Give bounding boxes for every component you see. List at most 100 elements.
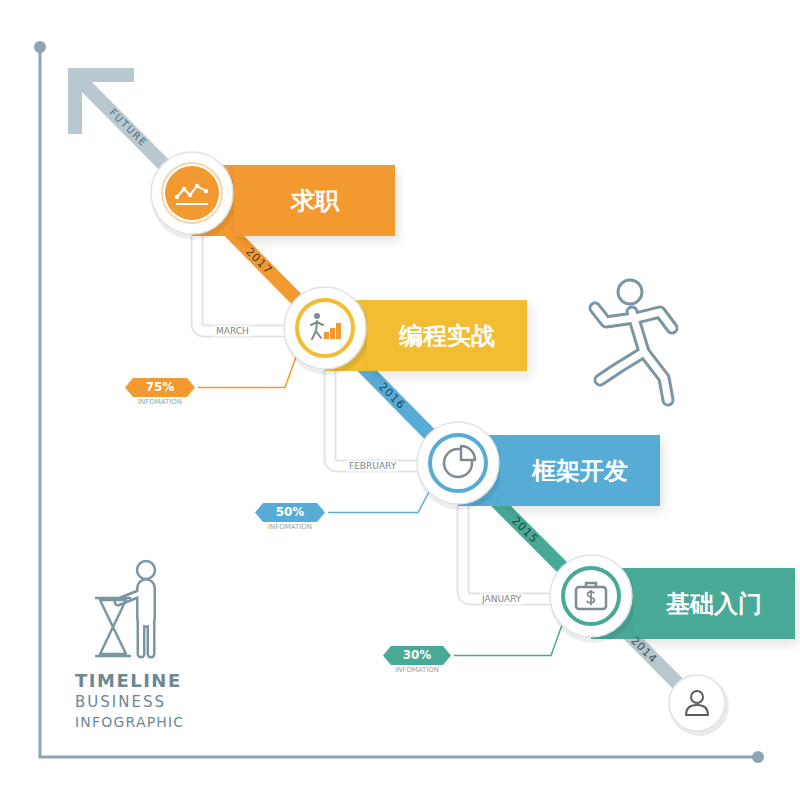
circle-ring bbox=[563, 568, 619, 624]
axes bbox=[34, 41, 764, 763]
month-label: FEBRUARY bbox=[347, 461, 398, 472]
chart-icon-dot bbox=[175, 195, 179, 199]
circle-core bbox=[165, 166, 219, 220]
runner-figure-inner bbox=[600, 352, 644, 380]
badge-shape bbox=[255, 503, 325, 522]
step-circle bbox=[151, 152, 237, 240]
month-strip bbox=[463, 499, 561, 599]
month-label: JANUARY bbox=[480, 594, 523, 605]
month-strip bbox=[330, 364, 428, 466]
runner-figure bbox=[636, 312, 672, 328]
percent-badge: 30%INFOMATION bbox=[383, 646, 451, 665]
runner-figure bbox=[595, 308, 634, 322]
title-word: INFOGRAPHIC bbox=[75, 715, 184, 729]
chart-icon-dot bbox=[188, 193, 192, 197]
percent-value: 75% bbox=[125, 378, 195, 397]
badge-shape bbox=[383, 646, 451, 665]
runner-figure-inner bbox=[595, 308, 634, 322]
percent-value: 50% bbox=[255, 503, 325, 522]
runner-figure-inner bbox=[644, 352, 668, 400]
runner-figure-head bbox=[618, 280, 642, 304]
chart-icon-base bbox=[176, 203, 208, 205]
chart-icon-dot bbox=[182, 187, 186, 191]
runner-icon-head bbox=[314, 313, 320, 319]
percent-value: 30% bbox=[383, 646, 451, 665]
circle-face bbox=[417, 422, 499, 504]
circle-ring bbox=[297, 300, 353, 356]
leader-lines bbox=[198, 357, 562, 656]
chart-icon-dot bbox=[195, 184, 199, 188]
chart-icon bbox=[177, 186, 206, 197]
month-strip-inner bbox=[463, 499, 561, 599]
percent-badge: 75%INFOMATION bbox=[125, 378, 195, 397]
man-figure-inner bbox=[139, 622, 143, 654]
bar-icon bbox=[324, 332, 329, 339]
leader-line bbox=[328, 492, 429, 513]
briefcase-handle bbox=[586, 583, 596, 587]
start-circle bbox=[669, 675, 729, 736]
circle-face bbox=[669, 675, 725, 731]
chart-icon-dot bbox=[204, 189, 208, 193]
timeline-band-group bbox=[75, 75, 697, 703]
step-banner: 求职 bbox=[234, 165, 395, 236]
circle-face bbox=[284, 287, 366, 369]
pie-icon-slice bbox=[461, 446, 475, 460]
badge-caption: INFOMATION bbox=[383, 667, 451, 674]
bar-icon bbox=[336, 323, 341, 339]
step-title: 编程实战 bbox=[399, 320, 495, 352]
man-figure-inner bbox=[149, 622, 153, 654]
step-banner: 基础入门 bbox=[633, 568, 795, 639]
month-strip bbox=[197, 229, 295, 331]
axis-line bbox=[40, 47, 758, 757]
step-title: 求职 bbox=[291, 185, 339, 217]
step-title: 框架开发 bbox=[532, 455, 628, 487]
direction-label: FUTURE bbox=[107, 107, 149, 149]
circle-ring bbox=[430, 435, 486, 491]
badge-caption: INFOMATION bbox=[255, 524, 325, 531]
title-word: BUSINESS bbox=[75, 695, 166, 710]
circle-face bbox=[550, 555, 632, 637]
bar-icon bbox=[330, 328, 335, 339]
runner-icon bbox=[311, 321, 323, 339]
step-banner: 编程实战 bbox=[367, 300, 527, 371]
step-circle bbox=[284, 287, 370, 375]
runner-figure bbox=[644, 352, 668, 400]
year-label: 2015 bbox=[509, 514, 539, 544]
circle-shadow bbox=[669, 676, 729, 736]
man-figure bbox=[147, 622, 156, 654]
badge-caption: INFOMATION bbox=[125, 399, 195, 406]
person-icon-body bbox=[686, 705, 708, 715]
percent-badge: 50%INFOMATION bbox=[255, 503, 325, 522]
step-banner: 框架开发 bbox=[500, 435, 660, 506]
badge-shape bbox=[125, 378, 195, 397]
leader-line bbox=[198, 357, 296, 388]
month-strip-inner bbox=[330, 364, 428, 466]
runner-figure-inner bbox=[636, 312, 672, 328]
man-figure-inner bbox=[139, 588, 154, 618]
step-circle bbox=[417, 422, 503, 510]
year-label: 2016 bbox=[376, 380, 406, 410]
man-figure bbox=[137, 622, 146, 654]
year-label: 2017 bbox=[243, 245, 273, 275]
runner-figure bbox=[600, 352, 644, 380]
step-title: 基础入门 bbox=[666, 588, 762, 620]
hourglass-figure bbox=[95, 598, 131, 656]
step-circle bbox=[550, 555, 636, 643]
banner-tabs bbox=[192, 165, 635, 639]
month-strip-inner bbox=[197, 229, 295, 331]
step-circles bbox=[151, 152, 729, 736]
dollar-icon bbox=[587, 590, 595, 605]
leader-line bbox=[454, 625, 562, 656]
month-label: MARCH bbox=[214, 326, 251, 337]
man-figure-head bbox=[137, 561, 155, 579]
briefcase-icon bbox=[576, 587, 606, 609]
circle-face bbox=[151, 152, 233, 234]
person-icon-head bbox=[691, 691, 703, 703]
title-word: TIMELINE bbox=[75, 672, 182, 690]
month-strips bbox=[197, 229, 561, 599]
axis-dot bbox=[34, 41, 46, 53]
circle-ring bbox=[162, 163, 222, 223]
axis-dot bbox=[752, 751, 764, 763]
figures bbox=[95, 280, 672, 656]
